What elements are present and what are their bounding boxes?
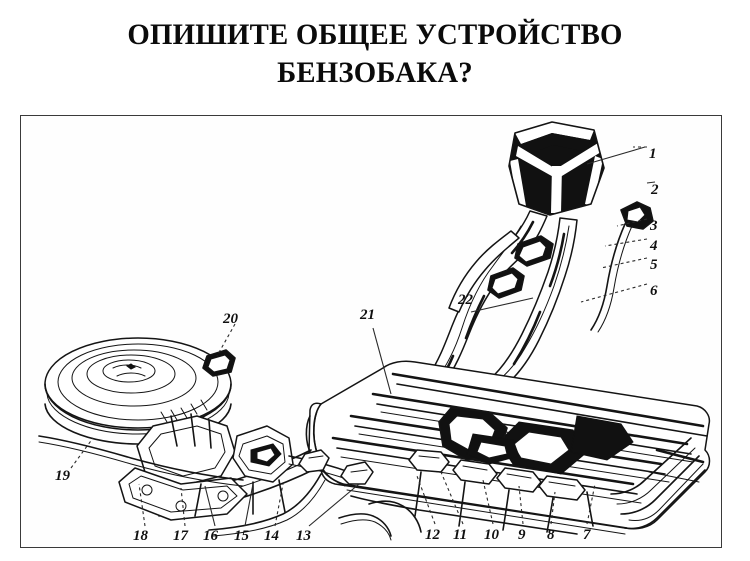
callout-12: 12 bbox=[425, 527, 440, 543]
page-title-line-2: БЕНЗОБАКА? bbox=[277, 56, 473, 89]
callout-8: 8 bbox=[547, 527, 555, 543]
page-title-line-1: ОПИШИТЕ ОБЩЕЕ УСТРОЙСТВО bbox=[127, 18, 623, 51]
carburettor-assembly bbox=[38, 413, 374, 521]
callout-3: 3 bbox=[650, 218, 658, 234]
callout-15: 15 bbox=[234, 528, 249, 544]
callout-4: 4 bbox=[650, 238, 658, 254]
callout-13: 13 bbox=[296, 528, 311, 544]
callout-16: 16 bbox=[203, 528, 218, 544]
callout-21: 21 bbox=[360, 307, 375, 323]
callout-6: 6 bbox=[650, 283, 658, 299]
fuel-tank-illustration: .ln { fill:none; stroke:#141414; stroke-… bbox=[38, 121, 711, 541]
fuel-tank-diagram: .ln { fill:none; stroke:#141414; stroke-… bbox=[20, 115, 722, 548]
callout-2: 2 bbox=[651, 182, 659, 198]
callout-20: 20 bbox=[223, 311, 238, 327]
callout-11: 11 bbox=[453, 527, 468, 543]
callout-leader-lines bbox=[70, 146, 656, 527]
callout-14: 14 bbox=[264, 528, 279, 544]
callout-22: 22 bbox=[458, 292, 473, 308]
callout-19: 19 bbox=[55, 468, 70, 484]
page-title: ОПИШИТЕ ОБЩЕЕ УСТРОЙСТВО БЕНЗОБАКА? bbox=[0, 16, 750, 92]
callout-7: 7 bbox=[583, 527, 591, 543]
fuel-filler-cap-group bbox=[508, 121, 605, 216]
callout-10: 10 bbox=[484, 527, 499, 543]
fuel-pump-sender-unit bbox=[408, 407, 594, 533]
callout-9: 9 bbox=[518, 527, 526, 543]
callout-1: 1 bbox=[649, 146, 657, 162]
callout-17: 17 bbox=[173, 528, 188, 544]
callout-18: 18 bbox=[133, 528, 148, 544]
callout-5: 5 bbox=[650, 257, 658, 273]
